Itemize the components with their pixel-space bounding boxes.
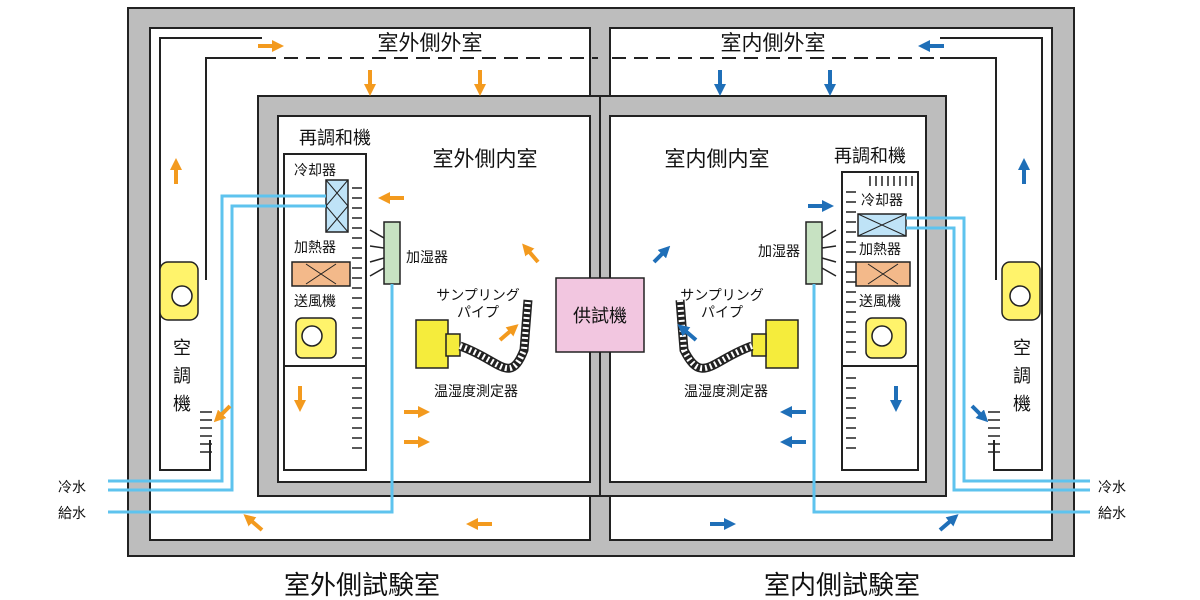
heater-left-label: 加熱器 bbox=[294, 240, 336, 256]
air-conditioner-left-char-2: 調 bbox=[173, 366, 191, 387]
fan-left-label: 送風機 bbox=[294, 294, 336, 310]
air-conditioner-right: 空 調 機 bbox=[988, 261, 1041, 453]
sampling-pipe-right-line1: サンプリング bbox=[680, 288, 764, 304]
airflow-arrows-indoor bbox=[652, 40, 1030, 532]
supply-water-right-label: 給水 bbox=[1098, 506, 1126, 522]
air-conditioner-right-char-1: 空 bbox=[1013, 338, 1031, 359]
test-unit: 供試機 bbox=[555, 277, 645, 353]
cold-water-right-label: 冷水 bbox=[1098, 480, 1126, 496]
cooler-left bbox=[325, 179, 349, 233]
airflow-arrows-outdoor bbox=[170, 40, 540, 532]
cold-water-left-label: 冷水 bbox=[58, 480, 86, 496]
left-outer-duct bbox=[159, 37, 598, 471]
right-reconditioner: 再調和機 冷却器 加熱器 送風機 bbox=[834, 146, 919, 471]
air-conditioner-left-char-3: 機 bbox=[173, 394, 191, 415]
reconditioner-left-label: 再調和機 bbox=[299, 128, 371, 149]
cooler-right-label: 冷却器 bbox=[861, 193, 903, 209]
sampling-pipe-left-line1: サンプリング bbox=[436, 288, 520, 304]
reconditioner-right-label: 再調和機 bbox=[834, 146, 906, 167]
outdoor-outer-room-label: 室外側外室 bbox=[378, 31, 483, 55]
outdoor-inner-room-label: 室外側内室 bbox=[433, 147, 538, 171]
indoor-inner-room-label: 室内側内室 bbox=[665, 147, 770, 171]
air-conditioner-right-char-2: 調 bbox=[1013, 366, 1031, 387]
right-outer-duct bbox=[612, 37, 1043, 471]
fan-left-icon bbox=[295, 317, 337, 359]
fan-right-icon bbox=[865, 317, 907, 359]
heater-left bbox=[291, 261, 351, 287]
outdoor-test-room-title: 室外側試験室 bbox=[284, 571, 440, 600]
test-unit-label: 供試機 bbox=[573, 306, 627, 327]
air-conditioner-left-char-1: 空 bbox=[173, 338, 191, 359]
left-reconditioner: 再調和機 冷却器 加熱器 送風機 bbox=[283, 128, 371, 471]
humidifier-right-label: 加湿器 bbox=[758, 244, 800, 260]
fan-right-label: 送風機 bbox=[859, 294, 901, 310]
air-conditioner-right-char-3: 機 bbox=[1013, 394, 1031, 415]
indoor-test-room-title: 室内側試験室 bbox=[764, 571, 920, 600]
humidifier-left: 加湿器 bbox=[369, 221, 448, 285]
cooler-left-label: 冷却器 bbox=[294, 163, 336, 179]
water-pipes-left bbox=[108, 194, 394, 514]
thermo-hygrometer-right-label: 温湿度測定器 bbox=[684, 384, 768, 400]
sampling-pipe-left-line2: パイプ bbox=[457, 305, 499, 321]
humidifier-left-label: 加湿器 bbox=[406, 250, 448, 266]
supply-water-left-label: 給水 bbox=[58, 506, 86, 522]
humidifier-right: 加湿器 bbox=[758, 221, 837, 285]
thermo-hygrometer-left-label: 温湿度測定器 bbox=[434, 384, 518, 400]
thermo-hygrometer-left: サンプリング パイプ 温湿度測定器 bbox=[415, 288, 533, 400]
water-pipes-right bbox=[812, 216, 1090, 514]
air-conditioner-left: 空 調 機 bbox=[159, 261, 212, 453]
sampling-pipe-right-line2: パイプ bbox=[701, 305, 743, 321]
heater-right-label: 加熱器 bbox=[859, 242, 901, 258]
thermo-hygrometer-right: サンプリング パイプ 温湿度測定器 bbox=[675, 288, 799, 400]
indoor-outer-room-label: 室内側外室 bbox=[721, 31, 826, 55]
